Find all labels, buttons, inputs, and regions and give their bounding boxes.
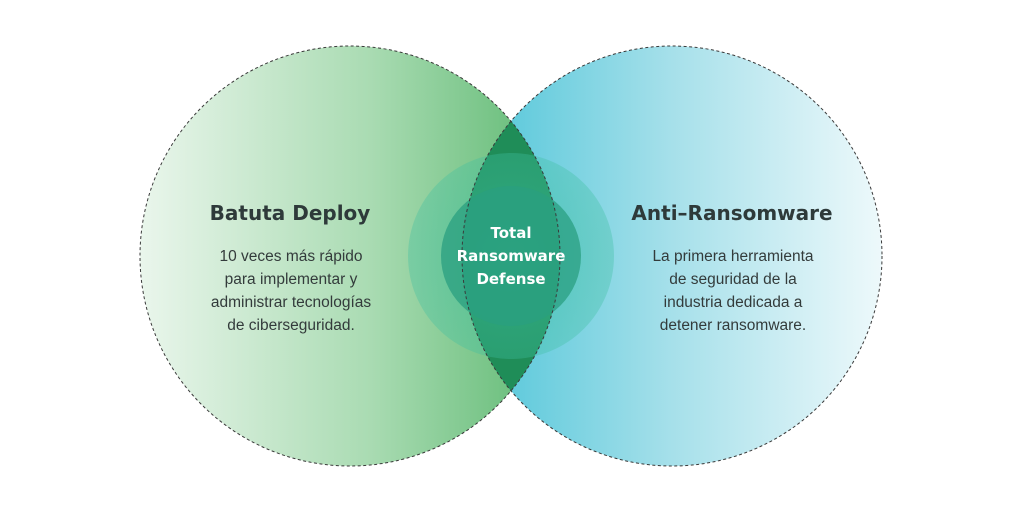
right-circle — [462, 46, 882, 466]
right-circle-title: Anti–Ransomware — [631, 201, 832, 225]
left-circle-line-4: de ciberseguridad. — [227, 317, 355, 334]
right-circle-line-4: detener ransomware. — [660, 317, 806, 334]
left-circle — [140, 46, 560, 466]
right-circle-outline — [461, 45, 883, 467]
left-circle-line-2: para implementar y — [225, 271, 358, 288]
right-circle-line-1: La primera herramienta — [652, 248, 813, 265]
right-circle-line-2: de seguridad de la — [669, 271, 797, 288]
left-circle-line-1: 10 veces más rápido — [219, 248, 362, 265]
intersection-line-2: Ransomware — [457, 247, 566, 265]
right-circle-line-3: industria dedicada a — [664, 294, 803, 311]
intersection-line-1: Total — [491, 224, 532, 242]
left-circle-outline — [139, 45, 561, 467]
center-core — [441, 186, 581, 326]
left-circle-title: Batuta Deploy — [210, 201, 371, 225]
intersection-line-3: Defense — [476, 270, 545, 288]
left-circle-line-3: administrar tecnologías — [211, 294, 371, 311]
